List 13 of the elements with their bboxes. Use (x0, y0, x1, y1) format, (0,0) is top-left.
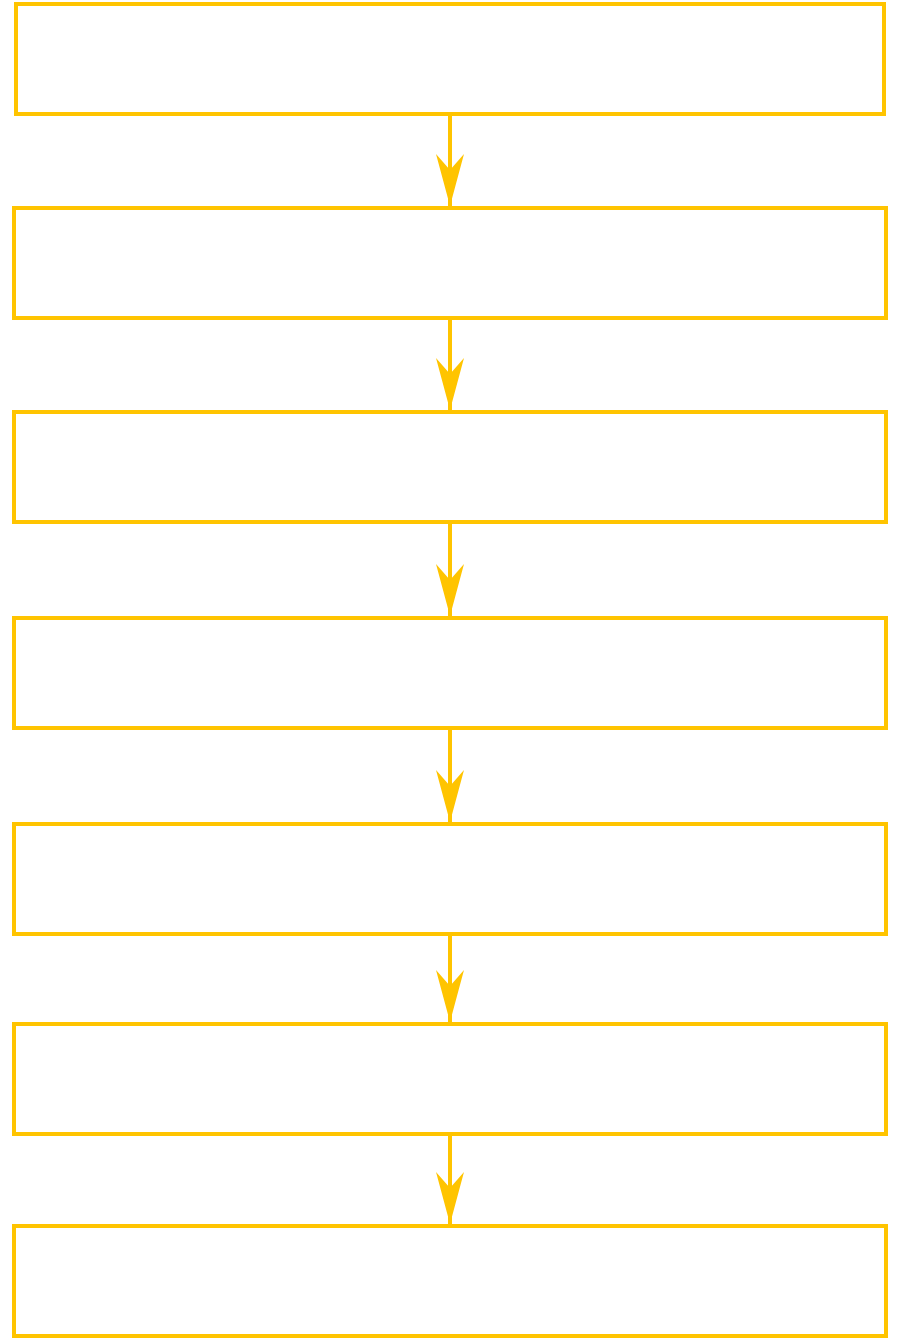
arrow (436, 116, 464, 206)
process-box (12, 616, 888, 730)
arrow (436, 936, 464, 1022)
arrow (436, 730, 464, 822)
process-box (12, 822, 888, 936)
arrow (436, 1136, 464, 1224)
process-box (12, 410, 888, 524)
process-box (12, 1022, 888, 1136)
arrow (436, 524, 464, 616)
process-box (14, 2, 886, 116)
process-box (12, 1224, 888, 1338)
process-box (12, 206, 888, 320)
arrow (436, 320, 464, 410)
